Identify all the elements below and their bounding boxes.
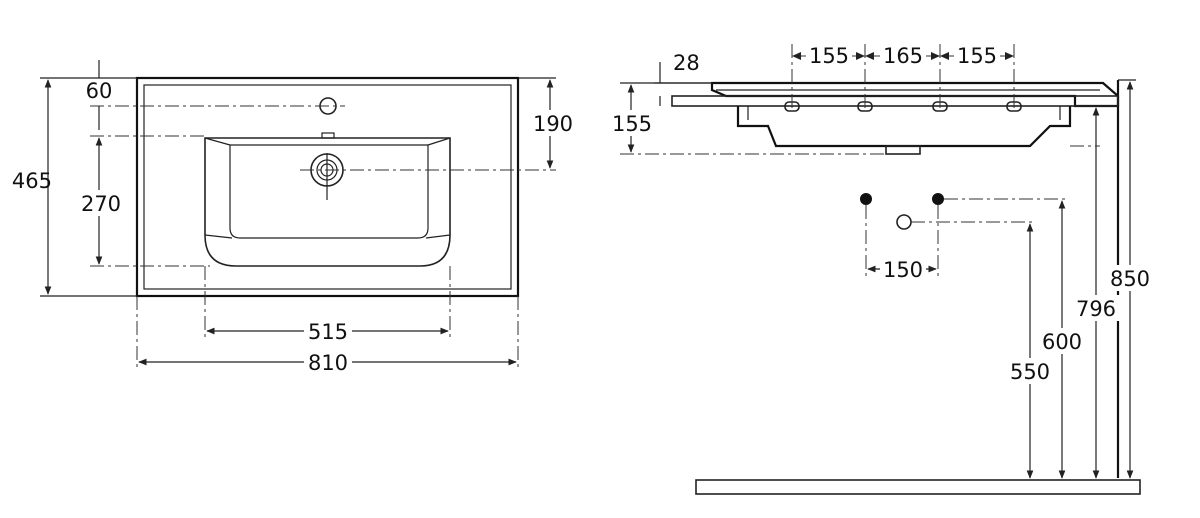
dim-270-label: 270 — [81, 192, 121, 216]
wall-ledge — [671, 95, 1119, 107]
dim-155a-label: 155 — [809, 44, 849, 68]
bowl-outline — [204, 137, 451, 267]
bowl-inner — [229, 144, 429, 239]
overflow-slot — [321, 132, 335, 139]
cold-supply-point — [932, 193, 944, 205]
dim-810-label: 810 — [308, 351, 348, 375]
basin-inner-rim — [143, 84, 512, 290]
side-view: 155 165 155 28 155 — [610, 43, 1120, 478]
dim-165-label: 165 — [883, 44, 923, 68]
dim-850-label: 850 — [1110, 267, 1150, 291]
dim-796-label: 796 — [1076, 297, 1116, 321]
floor — [695, 479, 1141, 495]
bowl-profile — [736, 106, 1072, 148]
dim-150-label: 150 — [883, 258, 923, 282]
basin-outline — [135, 76, 520, 298]
dim-155c-label: 155 — [957, 44, 997, 68]
dim-60-label: 60 — [86, 79, 113, 103]
dim-600-label: 600 — [1042, 330, 1082, 354]
dim-190-label: 190 — [533, 112, 573, 136]
basin-slab — [710, 81, 1120, 108]
installation-view: 150 550 600 796 850 — [695, 79, 1155, 495]
dim-550-label: 550 — [1010, 360, 1050, 384]
dim-155-label: 155 — [612, 112, 652, 136]
dim-515-label: 515 — [308, 320, 348, 344]
hot-supply-point — [860, 193, 872, 205]
drain-stub — [885, 145, 921, 155]
waste-point — [896, 214, 912, 230]
top-view: 465 60 270 190 515 810 — [12, 60, 576, 375]
dim-465-label: 465 — [12, 169, 52, 193]
dim-28-label: 28 — [673, 51, 700, 75]
